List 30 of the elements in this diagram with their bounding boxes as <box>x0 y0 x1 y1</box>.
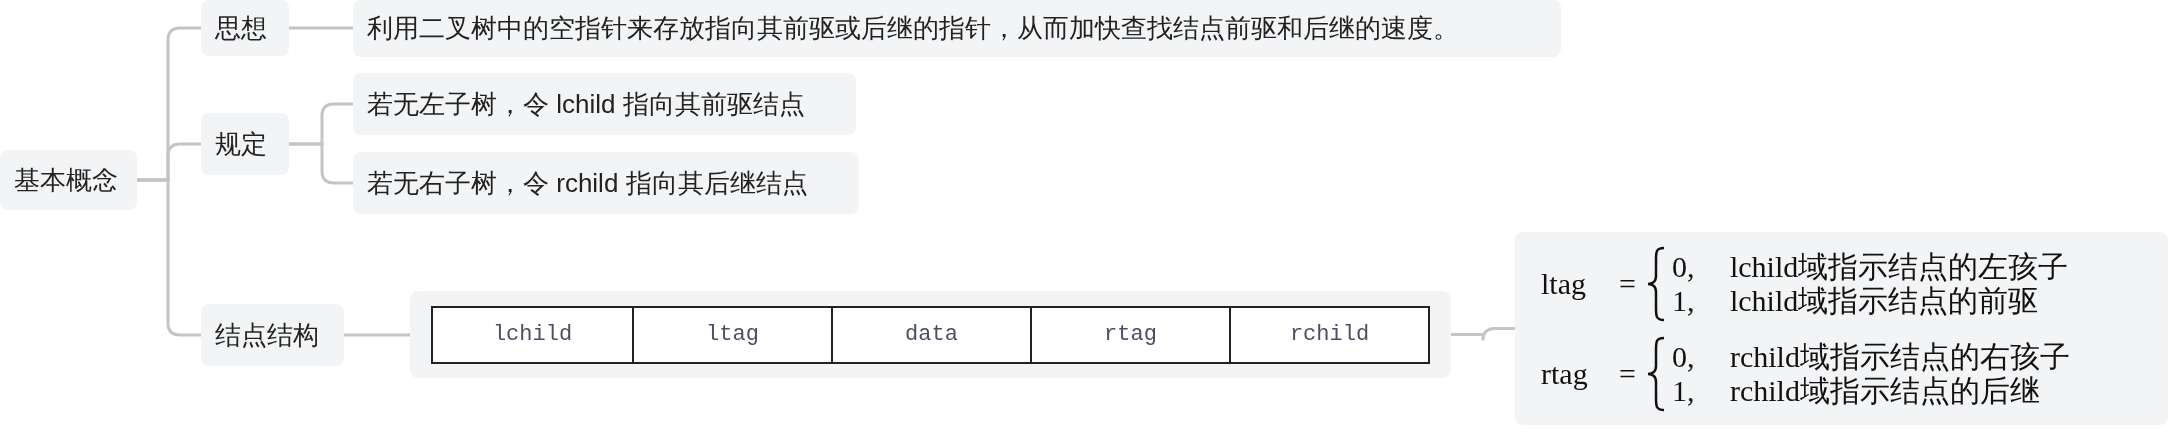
table-card <box>410 291 1451 378</box>
case-text: lchild域指示结点的左孩子 <box>1729 251 2069 283</box>
formula-card <box>1515 232 2168 425</box>
case-text: lchild域指示结点的前驱 <box>1729 284 2040 316</box>
case-text: rchild域指示结点的后继 <box>1729 374 2041 406</box>
connector-line <box>344 333 410 337</box>
connector-line <box>137 178 201 337</box>
math-variable: ltag <box>1541 267 1587 300</box>
table-cell: rtag <box>1030 307 1229 362</box>
topic-box: 结点结构 <box>201 304 344 366</box>
table-cell-text: lchild <box>491 321 574 349</box>
case-value: 1, <box>1671 284 1696 316</box>
table-cell: data <box>831 307 1030 362</box>
equals-sign: = <box>1619 267 1636 300</box>
connector-line <box>289 26 353 30</box>
case-text: rchild域指示结点的右孩子 <box>1729 341 2070 373</box>
topic-box: 若无左子树，令 lchild 指向其前驱结点 <box>353 73 856 135</box>
topic-box: 利用二叉树中的空指针来存放指向其前驱或后继的指针，从而加快查找结点前驱和后继的速度。 <box>353 0 1561 57</box>
topic-box: 思想 <box>201 0 289 56</box>
math-variable: rtag <box>1541 357 1589 390</box>
connector-line <box>1451 327 1515 342</box>
topic-box: 若无右子树，令 rchild 指向其后继结点 <box>353 152 859 214</box>
case-value: 0, <box>1671 341 1696 373</box>
table-cell: ltag <box>632 307 831 362</box>
topic-box: 基本概念 <box>0 150 137 210</box>
equals-sign: = <box>1619 357 1636 390</box>
case-value: 1, <box>1671 374 1696 406</box>
topic-box: 规定 <box>201 113 289 175</box>
table-cell: rchild <box>1229 307 1428 362</box>
case-value: 0, <box>1671 251 1696 283</box>
